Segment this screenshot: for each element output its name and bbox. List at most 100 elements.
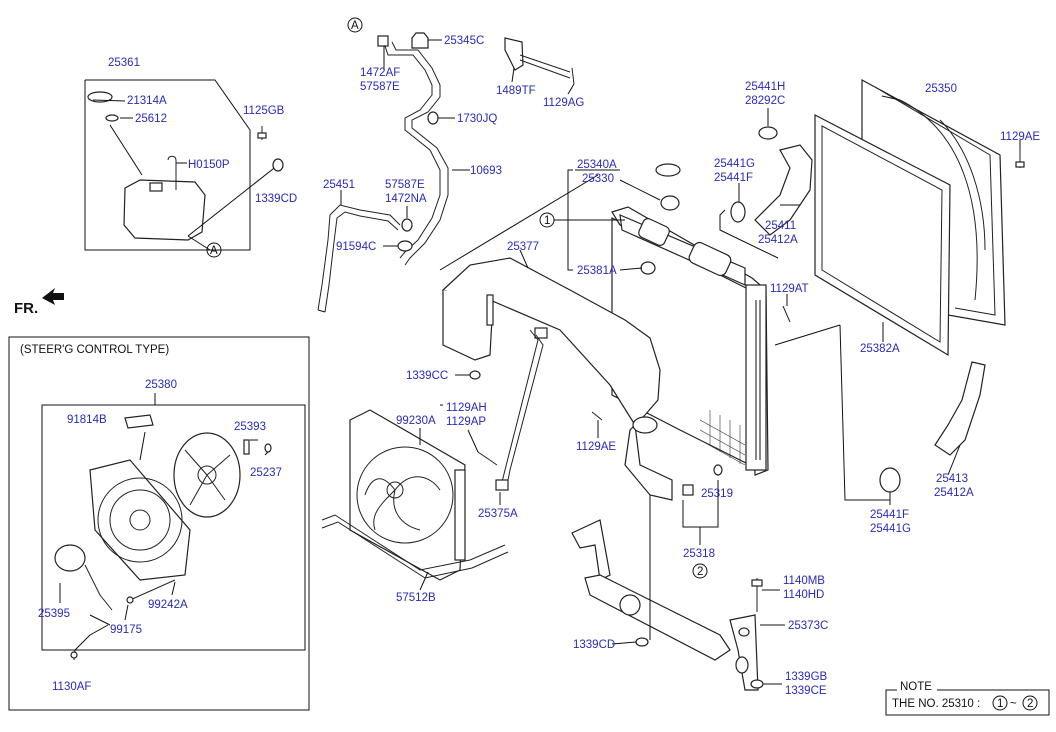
radiator-fins [699, 410, 746, 466]
circle-a-icon [347, 17, 363, 33]
fan-motor [54, 544, 86, 572]
fr-label: FR. [14, 300, 38, 317]
label-25412a: 25412A [934, 487, 974, 499]
fan-blade-lines [184, 449, 231, 506]
label-25340a: 25340A [577, 159, 617, 171]
bracket-25377 [440, 257, 673, 501]
reservoir-group [84, 79, 284, 251]
note-border [885, 689, 1050, 716]
lower-hose [934, 361, 986, 456]
rubber-mount [640, 261, 656, 275]
leader-line [109, 124, 143, 176]
label-25393: 25393 [234, 421, 266, 433]
label-57512b: 57512B [396, 592, 436, 604]
shroud-curve [939, 119, 986, 251]
bolt-shaft [782, 305, 791, 323]
label-1129ag: 1129AG [543, 97, 584, 109]
hose-clamp [758, 126, 778, 140]
fan-shroud-inset [89, 459, 191, 581]
label-1339ce: 1339CE [785, 685, 827, 697]
circle-a-icon [206, 242, 222, 258]
label-1339cd: 1339CD [255, 193, 297, 205]
label-1140hd: 1140HD [783, 589, 824, 601]
condenser-side [454, 469, 466, 561]
bracket-flange [442, 290, 494, 361]
upper-hose [754, 144, 813, 236]
label-25382a: 25382A [860, 343, 900, 355]
bolt-head [257, 132, 267, 139]
reservoir-gasket [105, 114, 119, 122]
hose-clamp [377, 35, 389, 47]
label-99242a: 99242A [148, 599, 188, 611]
inset-border [8, 336, 310, 711]
stay-end [495, 479, 509, 491]
fan-washer [264, 443, 272, 453]
condenser-fan-group [321, 409, 509, 581]
label-1339gb: 1339GB [785, 671, 828, 683]
hose-10693-b [391, 41, 449, 266]
circle-2-icon [1022, 695, 1038, 711]
label-25373c: 25373C [788, 620, 828, 632]
label-25441f: 25441F [714, 172, 753, 184]
shroud-curve [899, 99, 978, 301]
reservoir-box-outline [84, 79, 251, 251]
member-tube-joint [619, 594, 641, 616]
hose-group [317, 32, 575, 313]
nut [469, 370, 481, 380]
member-mount [729, 614, 759, 691]
bolt-head [751, 579, 763, 587]
steering-control-inset: (STEER'G CONTROL TYPE) [8, 336, 310, 711]
label-25441h: 25441H [745, 81, 785, 93]
inlet-neck [688, 241, 732, 277]
motor-wire [84, 564, 113, 611]
marker-a-top: A [351, 20, 359, 32]
label-25441f: 25441F [870, 509, 909, 521]
mount-hole [738, 627, 750, 637]
shroud-seal-inner [821, 125, 943, 343]
label-21314a: 21314A [127, 95, 167, 107]
grommet [427, 111, 439, 125]
label-25318: 25318 [683, 548, 715, 560]
fan-hub [129, 509, 151, 531]
reservoir-cap [87, 91, 113, 103]
nut [635, 637, 649, 647]
label-25412a: 25412A [758, 234, 798, 246]
member-tube [584, 574, 731, 661]
label-25375a: 25375A [478, 508, 518, 520]
condenser-fan-blades [364, 476, 441, 531]
label-1129ae: 1129AE [576, 441, 616, 453]
note-title: NOTE [900, 681, 932, 693]
fan-nut [243, 439, 250, 455]
label-10693: 10693 [470, 165, 502, 177]
label-1472af: 1472AF [360, 67, 400, 79]
label-99175: 99175 [110, 624, 142, 636]
leader-line [92, 99, 126, 102]
label-25380: 25380 [145, 379, 177, 391]
fan-assembly-box [41, 404, 306, 651]
label-25237: 25237 [250, 467, 282, 479]
label-25441g: 25441G [870, 523, 911, 535]
hose-clamp [397, 240, 413, 252]
grommet [272, 158, 284, 172]
bracket-rod [519, 59, 571, 79]
hose-clamp [879, 467, 901, 493]
marker-two: 2 [697, 566, 703, 578]
label-25413: 25413 [936, 473, 968, 485]
part-labels: 25361 21314A 25612 1125GB H0150P 1339CD … [38, 35, 1040, 697]
stay-rod [505, 334, 544, 491]
label-1130af: 1130AF [52, 681, 91, 693]
circle-1-icon [992, 695, 1008, 711]
circle-markers: A A 1 2 [206, 17, 708, 579]
marker-a-reservoir: A [210, 245, 218, 257]
circle-1-icon [539, 212, 555, 228]
front-direction-indicator: FR. [14, 288, 64, 317]
fan-ring-inner [109, 489, 171, 551]
label-h0150p: H0150P [188, 159, 230, 171]
label-91594c: 91594C [336, 241, 376, 253]
label-25345c: 25345C [444, 35, 484, 47]
label-25319: 25319 [701, 488, 733, 500]
label-1339cd: 1339CD [573, 639, 615, 651]
front-arrow-icon [42, 288, 64, 305]
note-text: THE NO. 25310 : [892, 698, 980, 710]
fan-ring [97, 477, 183, 563]
